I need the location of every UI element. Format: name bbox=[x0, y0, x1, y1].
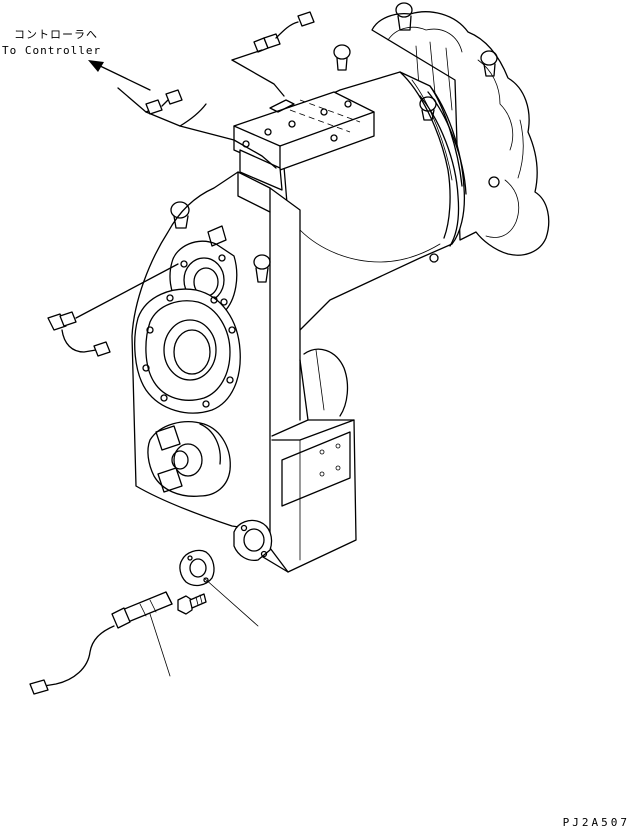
speed-sensor bbox=[29, 591, 173, 695]
drawing-code: PJ2A507 bbox=[562, 816, 630, 829]
label-to-controller-japanese: コントローラへ bbox=[14, 28, 98, 41]
rear-housing bbox=[333, 2, 550, 256]
yoke-coupling bbox=[147, 421, 231, 497]
output-flange bbox=[134, 288, 241, 414]
leader-lines bbox=[149, 577, 259, 677]
valve-block bbox=[233, 91, 375, 191]
speed-sensor-boss bbox=[233, 519, 273, 562]
upper-sensor-harness bbox=[47, 263, 179, 357]
controller-harness bbox=[88, 11, 315, 169]
label-to-controller-english: To Controller bbox=[2, 44, 102, 57]
mounting-bolt bbox=[177, 593, 207, 615]
cover-plate bbox=[179, 549, 215, 587]
